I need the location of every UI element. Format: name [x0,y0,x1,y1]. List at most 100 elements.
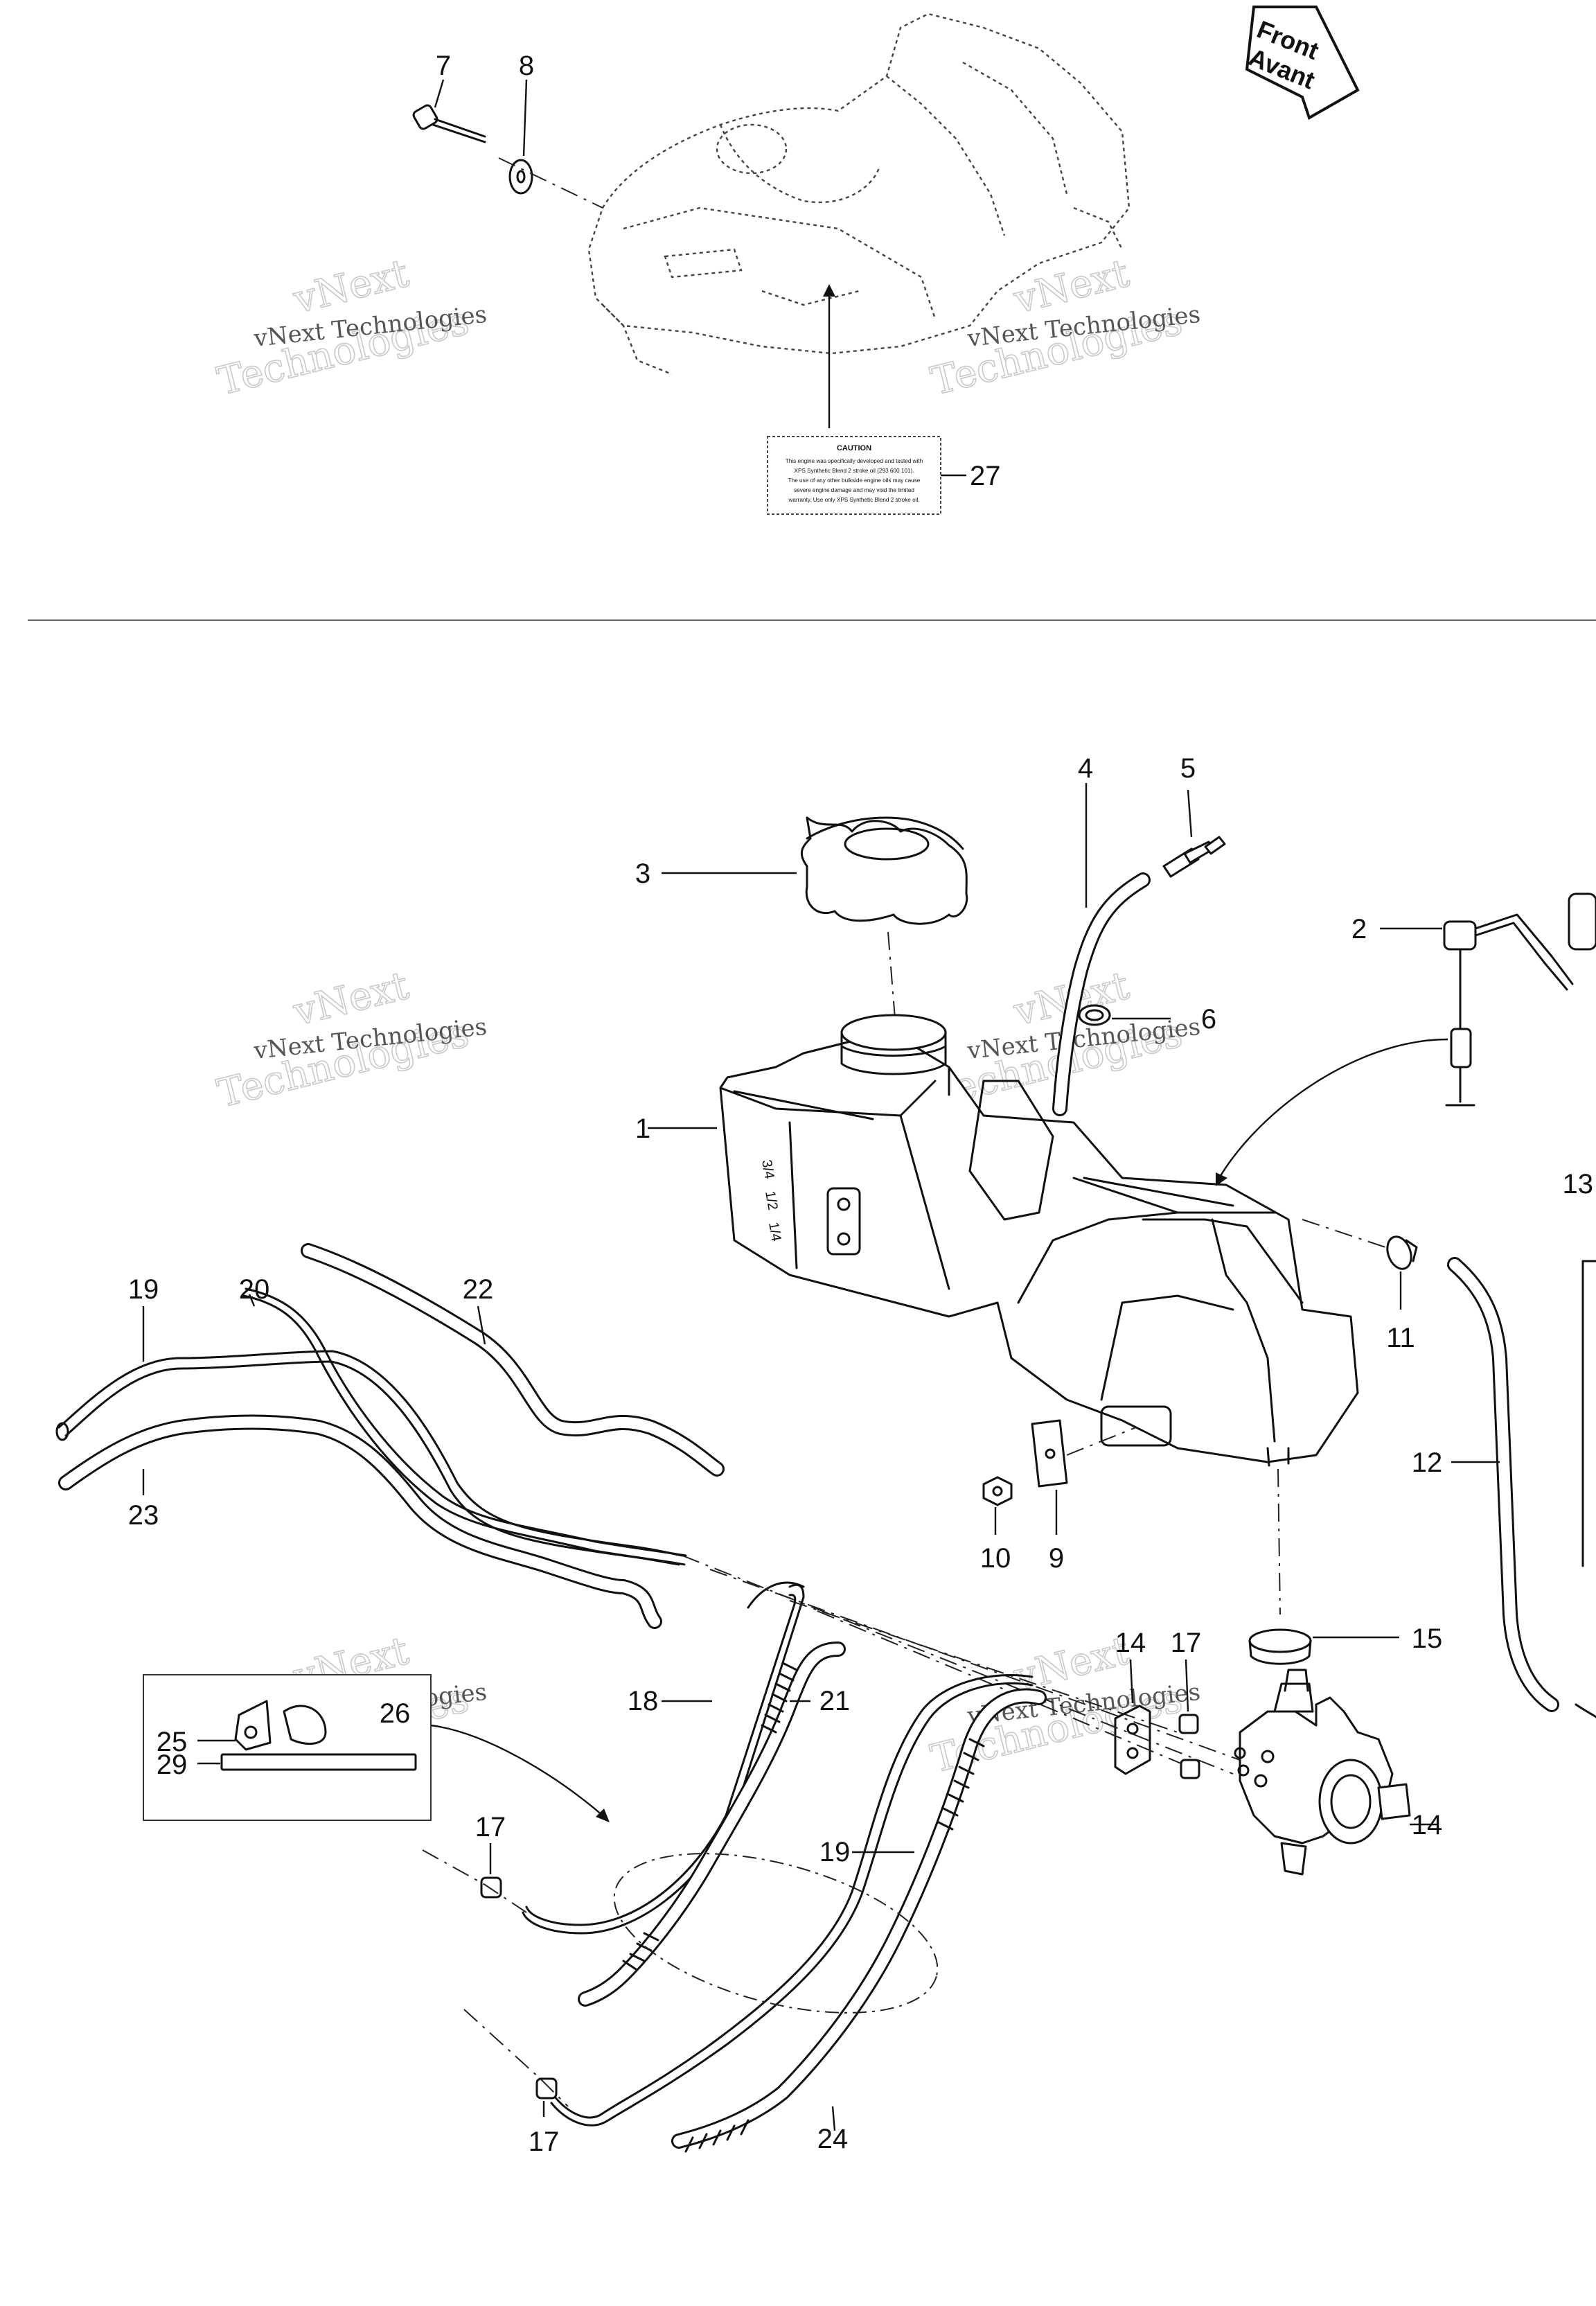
tank-level-gauge: 3/4 1/2 1/4 [759,1159,783,1242]
callout-28: 27 [970,461,1001,491]
part-4-vent-hose [1052,872,1151,1116]
caution-line: warranty. Use only XPS Synthetic Blend 2… [788,497,919,503]
caution-line: This engine was specifically developed a… [786,458,923,464]
part-24-hose [58,1414,662,1629]
callout-10: 10 [980,1543,1011,1574]
assembly-line-17-low [463,2009,569,2107]
callout-4: 4 [1078,753,1093,784]
callout-6: 6 [1201,1004,1216,1035]
part-28-caution-decal: CAUTION This engine was specifically dev… [767,436,941,515]
callout-26: 25 [157,1727,188,1757]
callout-8: 8 [519,51,534,81]
caution-title: CAUTION [837,444,871,452]
callout-27: 26 [380,1698,411,1729]
part-22-hose [578,1642,846,2007]
detail-box-26-27-29 [143,1674,432,1821]
routing-ellipse [613,1853,939,2014]
part-14-oil-pump [1234,1669,1411,1876]
leader-16 [1129,1659,1134,1704]
part-17-fitting-mid [480,1876,502,1899]
part-5-vent-fitting [1162,836,1226,878]
leader-detail-arrow [430,1724,603,1816]
arrowhead [596,1808,610,1822]
gauge-quarter: 1/4 [765,1221,783,1242]
watermark-top-left: vNext Technologies vNext Technologies [213,250,488,405]
callout-2: 2 [1351,914,1367,944]
callout-13: 13 [1563,1169,1594,1199]
leader-8 [522,79,528,157]
part-2-level-sensor [1443,892,1596,1107]
watermark-top-right: vNext Technologies vNext Technologies [926,250,1202,405]
callout-11: 11 [1386,1323,1415,1353]
caution-line: XPS Synthetic Blend 2 stroke oil (293 60… [795,468,914,474]
part-11-clamp [1386,1235,1418,1270]
leader-25 [831,2106,836,2131]
leader-23 [477,1305,486,1345]
routing-line [682,1555,1234,1775]
part-3-filler-cap [800,816,968,925]
part-19-hose [550,1674,1034,2127]
watermark-mid-left: vNext Technologies vNext Technologies [213,962,488,1117]
callout-25: 24 [817,2124,849,2154]
assembly-line-11 [1302,1219,1386,1248]
callout-22: 21 [819,1686,851,1716]
callout-19: 19 [819,1837,851,1867]
callout-7: 7 [436,51,451,81]
vehicle-body-outline [587,12,1130,376]
caution-line: severe engine damage and may void the li… [794,487,914,493]
part-1-oil-tank: 3/4 1/2 1/4 [719,1014,1359,1467]
callout-17-low: 17 [529,2127,560,2157]
callout-15: 15 [1412,1623,1443,1654]
callout-17-mid: 17 [475,1812,506,1842]
part-8-washer [508,159,533,195]
callout-5: 5 [1180,753,1196,784]
part-10-nut [982,1476,1013,1506]
assembly-line-3 [887,931,896,1019]
assembly-line-7-8 [498,157,603,209]
routing-line [817,1610,1182,1764]
assembly-line-15 [1277,1468,1281,1615]
callout-24: 23 [128,1500,159,1531]
leader-5 [1187,789,1193,838]
callout-16: 14 [1115,1628,1146,1658]
callout-29: 29 [157,1750,188,1780]
part-12-end [1575,1703,1596,1718]
callout-21: 20 [239,1274,270,1305]
part-6-clamp [1078,1004,1111,1026]
callout-18: 18 [628,1686,659,1716]
caution-line: The use of any other bulkside engine oil… [788,477,921,484]
front-direction-arrow: Front Avant [1245,6,1360,120]
routing-line [709,1569,1241,1761]
callout-3: 3 [635,859,650,889]
part-17-fitting-low [535,2077,558,2100]
leader-2-arrow [1218,1038,1448,1179]
arrowhead [1216,1172,1227,1186]
part-18-hose [522,1581,805,1935]
callout-17-top: 17 [1171,1628,1202,1658]
assembly-line-9 [1066,1427,1137,1456]
callout-1: 1 [635,1114,650,1144]
part-16-bracket [1114,1705,1151,1775]
part-13-hose [1581,1260,1596,1567]
callout-9: 9 [1049,1543,1064,1574]
gauge-three-quarter: 3/4 [759,1159,777,1180]
part-15-clamp [1248,1628,1312,1665]
part-25-hose [671,1688,1047,2153]
leader-17-top [1185,1659,1189,1712]
part-23-hose [301,1243,725,1477]
assembly-line-17-mid [422,1849,527,1913]
callout-12: 12 [1412,1447,1443,1478]
part-9-plate [1031,1419,1068,1488]
part-12-hose [1447,1257,1559,1712]
callout-23: 22 [463,1274,494,1305]
part-17-fitting [1178,1714,1200,1779]
part-21-hose [242,1287,687,1566]
callout-20: 19 [128,1274,159,1305]
gauge-half: 1/2 [762,1190,780,1211]
arrowhead [823,284,835,297]
callout-14: 14 [1412,1810,1443,1840]
leader-7 [434,79,445,108]
leader-21 [248,1294,256,1307]
part-7-bolt [412,104,486,143]
